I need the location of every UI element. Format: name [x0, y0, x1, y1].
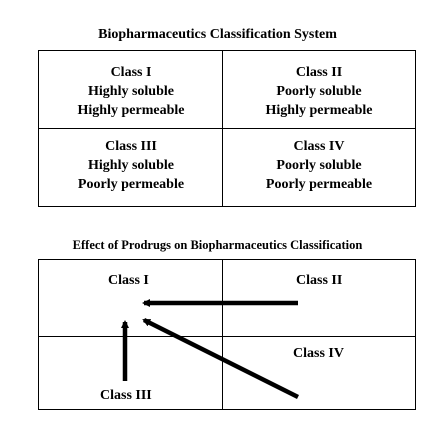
class-3-permeability: Poorly permeable [77, 177, 185, 192]
prodrug-effect-title: Effect of Prodrugs on Biopharmaceutics C… [72, 238, 363, 252]
class-3-solubility: Highly soluble [88, 158, 174, 173]
class-2-permeability: Highly permeable [265, 103, 373, 118]
class-2-name: Class II [295, 65, 343, 80]
class-1-solubility: Highly soluble [88, 84, 174, 99]
bcs-title: Biopharmaceutics Classification System [98, 27, 337, 42]
bcs-cell-class-2: Class II Poorly soluble Highly permeable [223, 63, 415, 120]
class-4-solubility: Poorly soluble [276, 158, 362, 173]
prodrug-class-1-label: Class I [108, 273, 149, 288]
prodrug-class-2-label: Class II [296, 273, 343, 288]
bcs-cell-class-1: Class I Highly soluble Highly permeable [39, 63, 223, 120]
prodrug-grid [38, 259, 416, 410]
class-2-solubility: Poorly soluble [276, 84, 362, 99]
prodrug-class-4-label: Class IV [293, 346, 344, 361]
prodrug-grid-vertical-divider [222, 260, 224, 409]
bcs-cell-class-4: Class IV Poorly soluble Poorly permeable [223, 137, 415, 194]
class-1-name: Class I [110, 65, 152, 80]
prodrug-class-3-label: Class III [100, 388, 152, 403]
class-3-name: Class III [105, 139, 157, 154]
class-1-permeability: Highly permeable [77, 103, 185, 118]
bcs-grid-horizontal-divider [39, 128, 415, 130]
class-4-name: Class IV [293, 139, 345, 154]
prodrug-grid-horizontal-divider [39, 336, 415, 338]
bcs-cell-class-3: Class III Highly soluble Poorly permeabl… [39, 137, 223, 194]
class-4-permeability: Poorly permeable [265, 177, 373, 192]
bcs-grid: Class I Highly soluble Highly permeable … [38, 50, 416, 207]
